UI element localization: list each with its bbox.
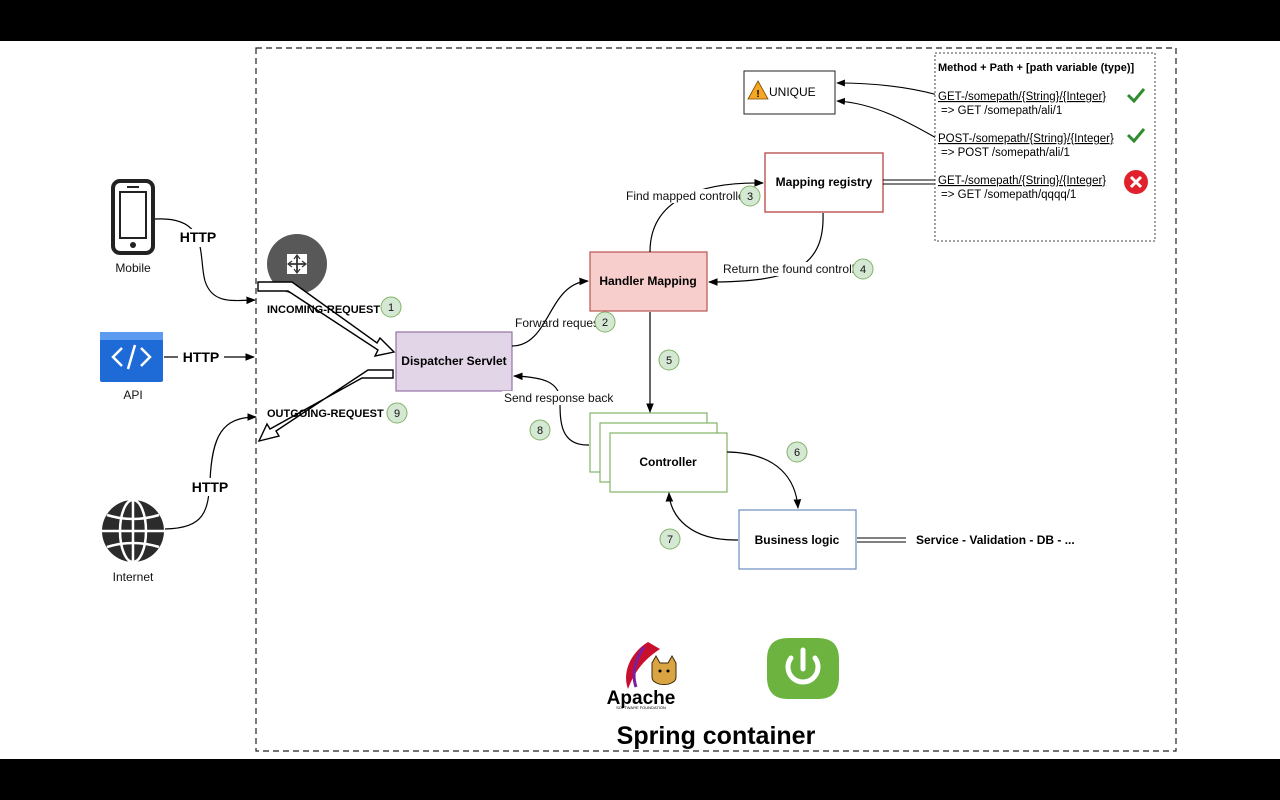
- spring-container-boundary: [255, 47, 1177, 752]
- svg-text:6: 6: [794, 447, 800, 459]
- rule-1-check-icon: [1126, 88, 1146, 104]
- internet-http-link: [164, 413, 257, 530]
- rule-1-pattern: GET-/somepath/{String}/{Integer}: [938, 91, 1106, 103]
- outgoing-request-label: OUTGOING-REQUEST: [267, 408, 384, 420]
- svg-text:!: !: [756, 89, 759, 100]
- svg-text:5: 5: [666, 355, 672, 367]
- forward-request-label: Forward request: [515, 316, 603, 330]
- step-4-badge: 4: [852, 258, 874, 280]
- step-3-badge: 3: [739, 185, 761, 207]
- svg-text:8: 8: [537, 425, 543, 437]
- architecture-diagram: Mobile API Internet HTTP HTTP HTTP INCOM…: [100, 47, 1177, 752]
- api-label: API: [123, 388, 142, 402]
- svg-text:3: 3: [747, 191, 753, 203]
- find-mapped-label: Find mapped controller: [626, 189, 749, 203]
- step-7-badge: 7: [659, 528, 681, 550]
- controller-label: Controller: [639, 455, 697, 469]
- return-found-label: Return the found controller: [723, 262, 865, 276]
- globe-icon: [102, 498, 164, 564]
- svg-text:9: 9: [394, 408, 400, 420]
- svg-text:4: 4: [860, 264, 866, 276]
- mapping-registry-node[interactable]: [764, 152, 884, 213]
- spring-container-title: Spring container: [617, 722, 816, 750]
- rule-3-example: => GET /somepath/qqqq/1: [941, 189, 1076, 201]
- step-2-badge: 2: [594, 311, 616, 333]
- http-label-internet: HTTP: [192, 479, 229, 495]
- business-logic-node[interactable]: [738, 509, 857, 570]
- step-5-badge: 5: [658, 349, 680, 371]
- svg-text:SOFTWARE FOUNDATION: SOFTWARE FOUNDATION: [616, 705, 666, 710]
- send-response-link: [513, 372, 590, 446]
- api-icon: [100, 332, 163, 382]
- controller-stack[interactable]: [589, 412, 728, 493]
- mapping-rules-panel: [934, 52, 1156, 242]
- rules-title: Method + Path + [path variable (type)]: [938, 62, 1135, 74]
- incoming-request-label: INCOMING-REQUEST: [267, 304, 380, 316]
- step-1-badge: 1: [380, 296, 402, 318]
- service-chain-label: Service - Validation - DB - ...: [916, 533, 1075, 547]
- handler-mapping-node[interactable]: [589, 251, 708, 312]
- rule-2-check-icon: [1126, 128, 1146, 144]
- http-label-api: HTTP: [183, 349, 220, 365]
- forward-request-link: [511, 277, 589, 347]
- send-response-label: Send response back: [504, 391, 614, 405]
- http-label-mobile: HTTP: [180, 229, 217, 245]
- rule-3-cross-icon: [1124, 170, 1148, 194]
- mobile-icon: [111, 179, 155, 255]
- svg-text:1: 1: [388, 302, 394, 314]
- rule-2-example: => POST /somepath/ali/1: [941, 147, 1070, 159]
- handler-mapping-label: Handler Mapping: [599, 274, 696, 288]
- outgoing-request-arrow: [257, 369, 394, 443]
- rule-2-pattern: POST-/somepath/{String}/{Integer}: [938, 133, 1114, 145]
- svg-text:7: 7: [667, 534, 673, 546]
- dispatcher-servlet-node[interactable]: [395, 331, 513, 392]
- rule2-to-unique-link: [836, 97, 939, 140]
- incoming-request-arrow: [257, 281, 396, 357]
- dispatcher-servlet-label: Dispatcher Servlet: [401, 354, 506, 368]
- mobile-label: Mobile: [115, 261, 151, 275]
- business-logic-label: Business logic: [755, 533, 840, 547]
- rule-1-example: => GET /somepath/ali/1: [941, 105, 1062, 117]
- warning-icon: !: [747, 80, 769, 100]
- move-handle-icon[interactable]: [267, 234, 327, 294]
- apache-tomcat-logo: Apache SOFTWARE FOUNDATION: [607, 642, 677, 710]
- mapping-registry-label: Mapping registry: [776, 175, 873, 189]
- svg-text:2: 2: [602, 317, 608, 329]
- rule1-to-unique-link: [836, 79, 939, 96]
- step-6-badge: 6: [786, 441, 808, 463]
- step-8-badge: 8: [529, 419, 551, 441]
- unique-label: UNIQUE: [769, 85, 816, 99]
- mobile-http-link: [154, 218, 256, 305]
- internet-label: Internet: [113, 570, 154, 584]
- diagram-canvas: Mobile API Internet HTTP HTTP HTTP INCOM…: [0, 41, 1280, 759]
- rule-3-pattern: GET-/somepath/{String}/{Integer}: [938, 175, 1106, 187]
- svg-text:Apache: Apache: [607, 688, 676, 709]
- controller-to-business-link: [726, 451, 802, 509]
- business-to-controller-link: [665, 492, 739, 541]
- step-9-badge: 9: [386, 402, 408, 424]
- spring-logo-icon: [767, 638, 839, 699]
